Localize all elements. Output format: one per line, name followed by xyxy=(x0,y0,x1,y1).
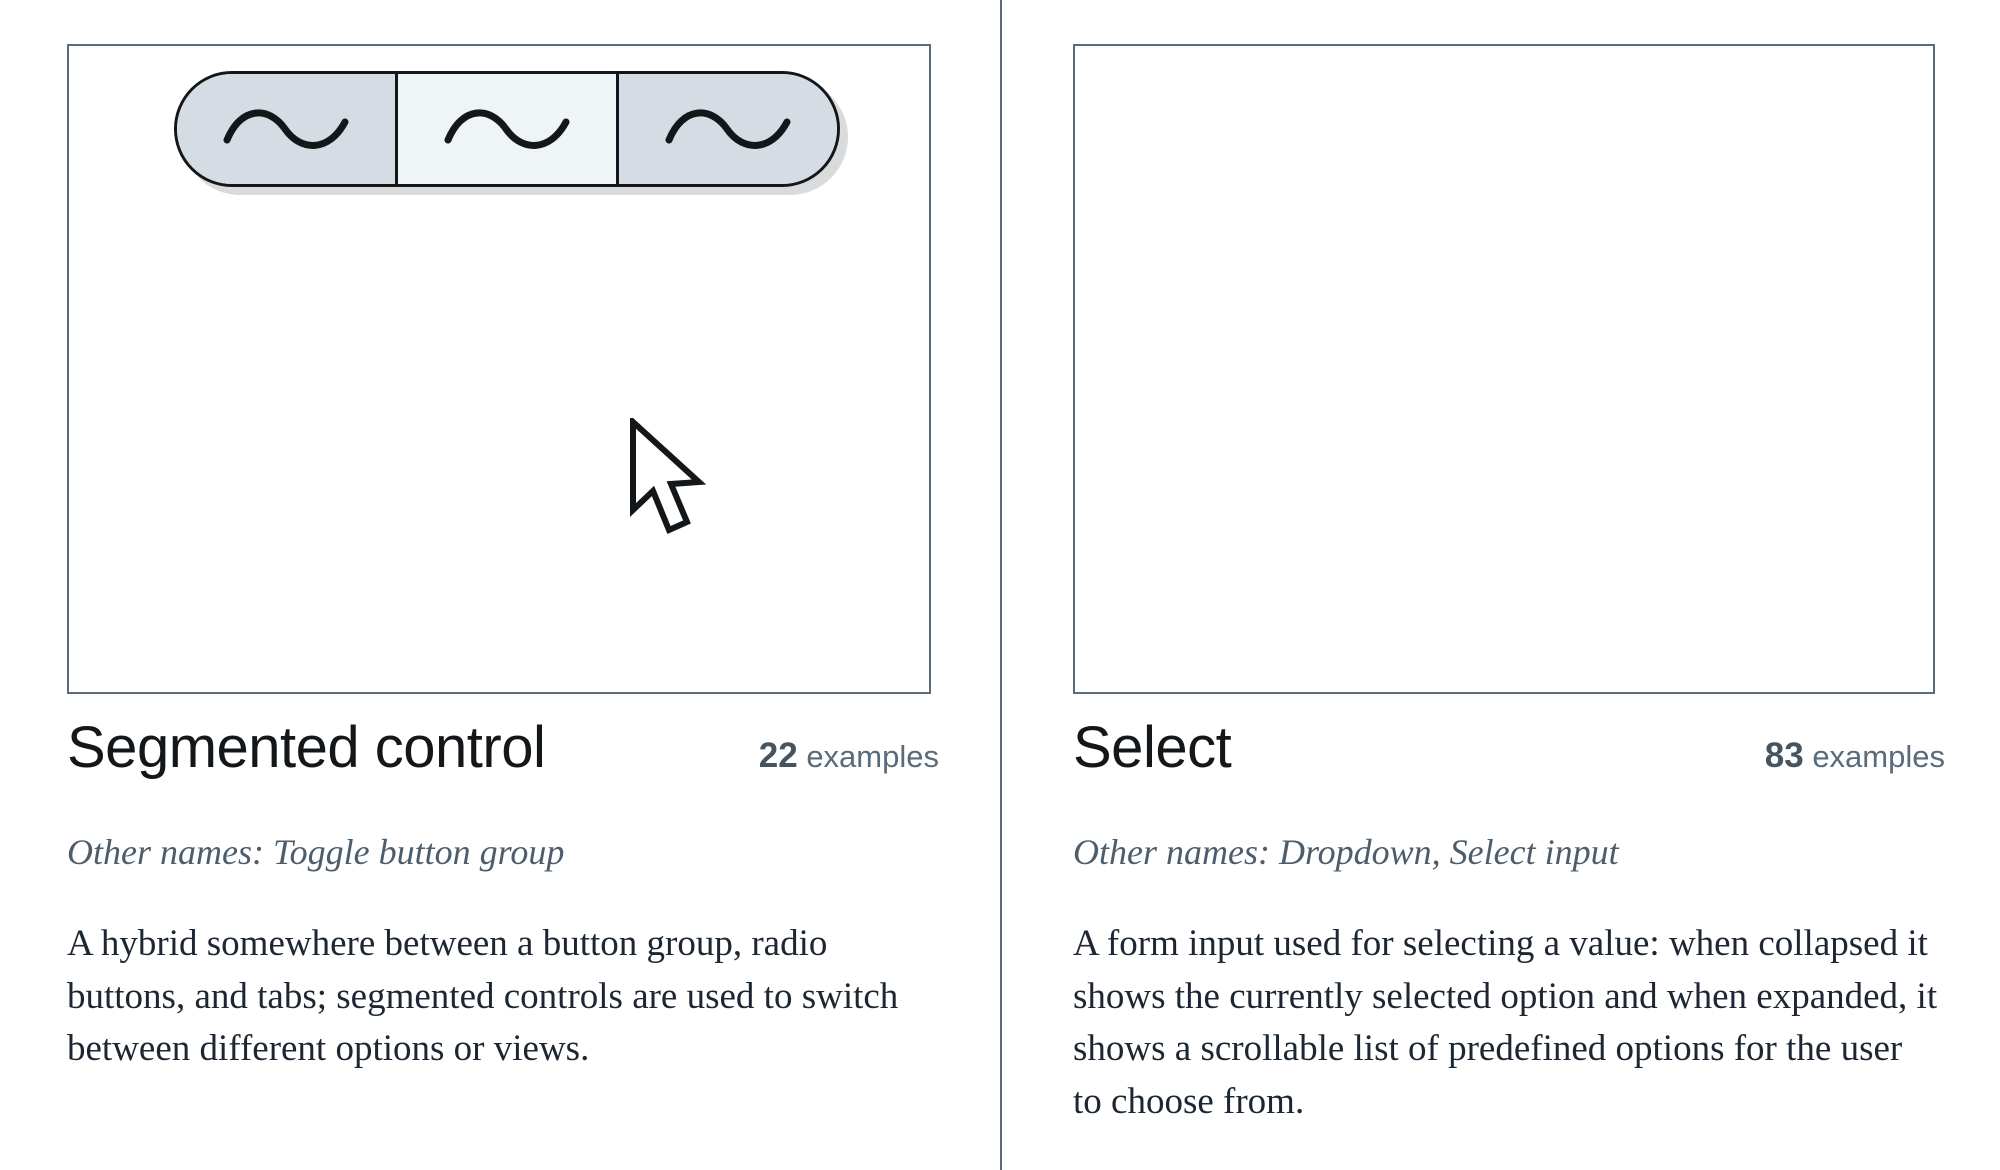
squiggle-icon xyxy=(663,100,793,158)
card-text-select: Select 83 examples Other names: Dropdown… xyxy=(1073,715,1949,1128)
examples-label: examples xyxy=(1812,739,1945,774)
segment-option-3[interactable] xyxy=(616,74,837,184)
description: A hybrid somewhere between a button grou… xyxy=(67,923,899,1070)
page-title: Select xyxy=(1073,715,1232,780)
card-text-segmented-control: Segmented control 22 examples Other name… xyxy=(67,715,943,1076)
card-segmented-control[interactable]: Segmented control 22 examples Other name… xyxy=(0,0,1000,1170)
other-names: Other names: Dropdown, Select input xyxy=(1073,831,1619,872)
column-divider xyxy=(1000,0,1002,1170)
examples-label: examples xyxy=(806,739,939,774)
title-row: Select 83 examples xyxy=(1073,715,1945,780)
examples-count: 22 examples xyxy=(759,736,939,776)
card-select[interactable]: Select 83 examples Other names: Dropdown… xyxy=(1002,0,2000,1170)
page-title: Segmented control xyxy=(67,715,546,780)
segment-option-1[interactable] xyxy=(177,74,395,184)
arrow-cursor-icon xyxy=(629,418,709,538)
segmented-control[interactable] xyxy=(174,71,840,187)
examples-number: 22 xyxy=(758,736,798,775)
title-row: Segmented control 22 examples xyxy=(67,715,939,780)
illustration-frame-select xyxy=(1073,44,1935,694)
squiggle-icon xyxy=(442,100,572,158)
squiggle-icon xyxy=(221,100,351,158)
examples-count: 83 examples xyxy=(1765,736,1945,776)
description: A form input used for selecting a value:… xyxy=(1073,923,1938,1122)
segment-option-2[interactable] xyxy=(395,74,616,184)
other-names: Other names: Toggle button group xyxy=(67,831,565,872)
examples-number: 83 xyxy=(1764,736,1804,775)
illustration-frame-segmented-control xyxy=(67,44,931,694)
